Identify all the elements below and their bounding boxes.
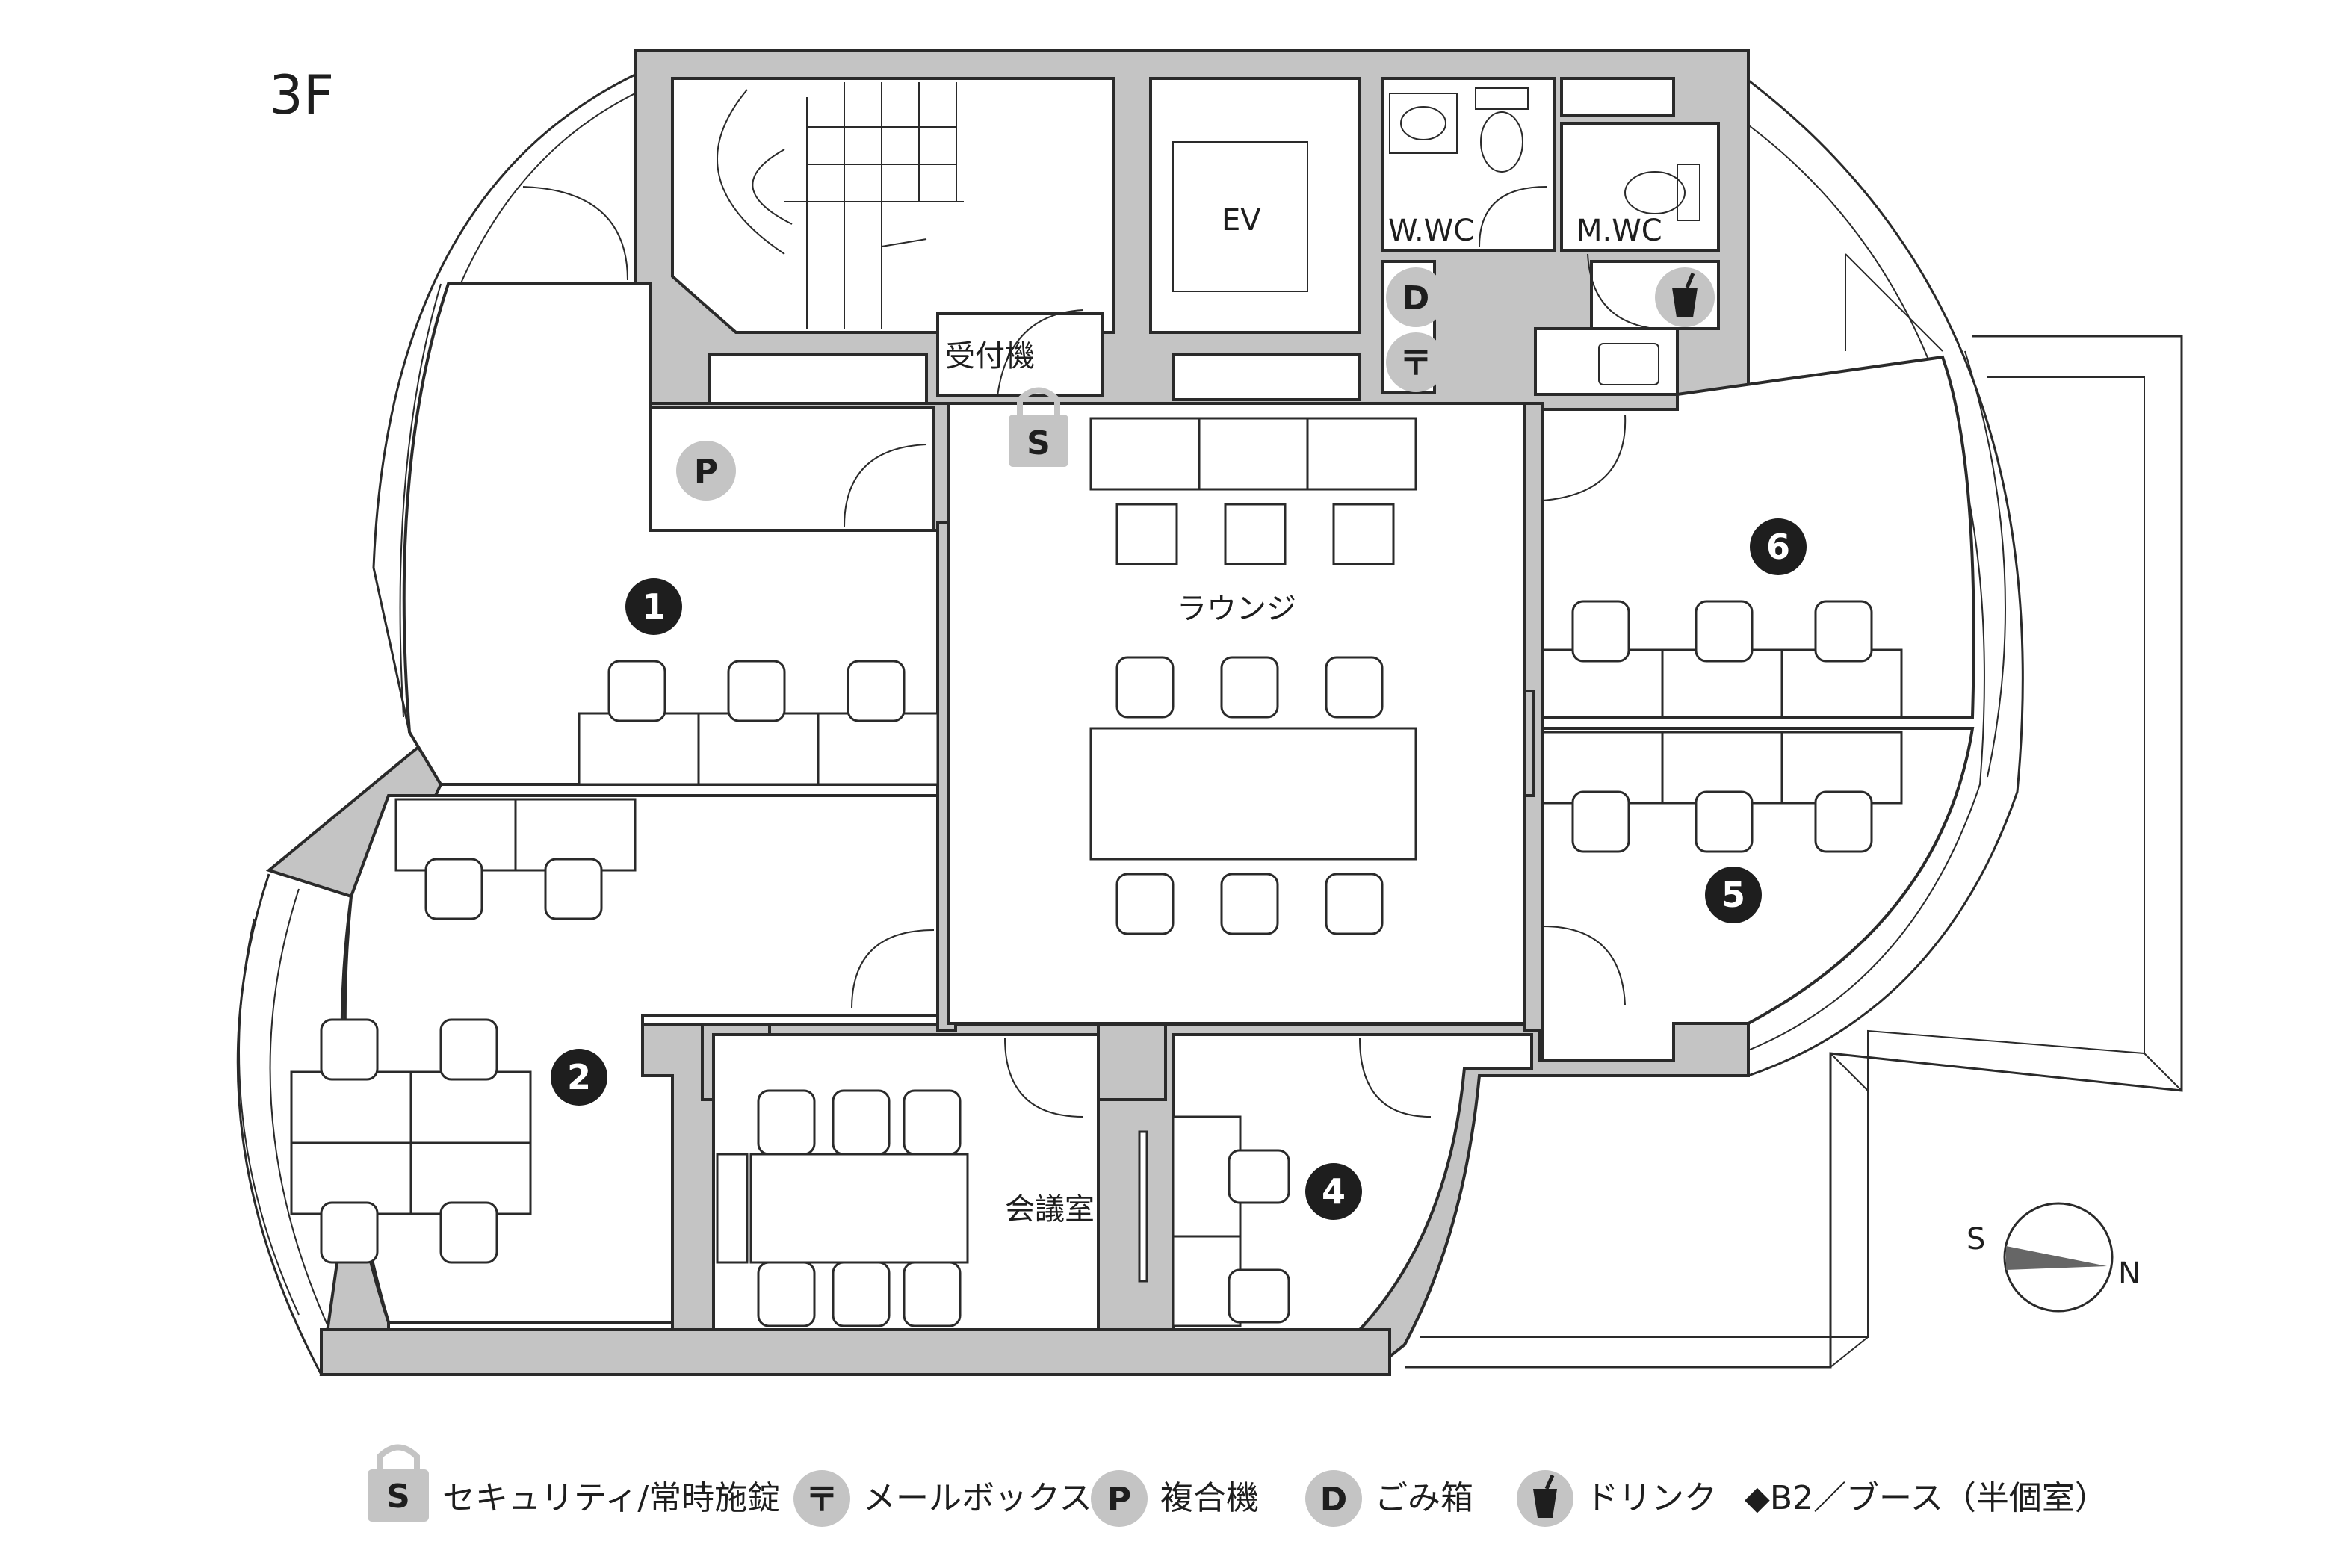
compass-north: N	[2118, 1256, 2141, 1291]
floor-label: 3F	[269, 63, 334, 126]
room5-furniture	[1541, 731, 1903, 853]
legend: S セキュリティ/常時施錠 〒 メールボックス P 複合機 D ごみ箱 ドリンク…	[368, 1444, 2108, 1527]
reception-door	[997, 309, 1084, 397]
svg-text:P: P	[1107, 1481, 1131, 1519]
men-wc-label: M.WC	[1576, 214, 1662, 248]
svg-text:S: S	[386, 1478, 410, 1516]
right-entry-door	[1845, 253, 1943, 352]
room6-furniture	[1541, 600, 1903, 719]
legend-drink: ドリンク	[1517, 1470, 1717, 1527]
compass: S N	[1966, 1202, 2141, 1313]
mailbox-marker: 〒	[1386, 332, 1446, 392]
legend-printer: P 複合機	[1091, 1470, 1259, 1527]
svg-text:D: D	[1402, 279, 1430, 317]
svg-text:セキュリティ/常時施錠: セキュリティ/常時施錠	[442, 1479, 780, 1517]
svg-text:〒: 〒	[1399, 344, 1432, 382]
svg-text:◆B2／ブース（半個室）: ◆B2／ブース（半個室）	[1745, 1479, 2108, 1517]
reception-label: 受付機	[945, 339, 1035, 374]
svg-text:P: P	[694, 453, 718, 491]
svg-text:メールボックス: メールボックス	[863, 1479, 1092, 1517]
svg-text:ドリンク: ドリンク	[1585, 1479, 1717, 1517]
security-lock-icon: S	[1009, 387, 1068, 467]
svg-text:4: 4	[1322, 1171, 1346, 1212]
printer-marker: P	[676, 441, 736, 501]
left-entry-door	[522, 186, 631, 285]
legend-trash: D ごみ箱	[1305, 1470, 1473, 1527]
wc-fixtures	[1389, 87, 1700, 385]
svg-text:5: 5	[1721, 875, 1745, 915]
drink-icon	[1655, 267, 1715, 327]
svg-text:S: S	[1027, 424, 1050, 462]
legend-security: S セキュリティ/常時施錠	[368, 1444, 780, 1522]
elevator-label: EV	[1222, 203, 1261, 238]
trash-marker: D	[1386, 267, 1446, 327]
svg-text:〒: 〒	[805, 1481, 838, 1519]
room1-furniture	[578, 660, 939, 786]
room6-door	[1542, 414, 1627, 501]
booth-marker-2: 2	[551, 1049, 607, 1106]
room5-door	[1542, 926, 1626, 1005]
room4-door	[1359, 1038, 1432, 1118]
meeting-furniture	[716, 1089, 1148, 1327]
svg-text:ごみ箱: ごみ箱	[1375, 1479, 1473, 1517]
staircase	[717, 82, 964, 329]
svg-text:D: D	[1320, 1481, 1348, 1519]
booth-marker-1: 1	[625, 578, 682, 635]
room2-furniture	[290, 798, 637, 1264]
outer-shell	[236, 73, 2183, 1375]
legend-booth: ◆B2／ブース（半個室）	[1745, 1479, 2108, 1517]
booth-marker-4: 4	[1305, 1163, 1362, 1220]
svg-text:1: 1	[642, 586, 666, 627]
room2-door	[851, 929, 935, 1009]
lounge-label: ラウンジ	[1177, 592, 1296, 626]
compass-south: S	[1966, 1222, 1985, 1256]
meeting-door	[1004, 1038, 1084, 1118]
meeting-room-label: 会議室	[1005, 1192, 1095, 1227]
corridor-door	[844, 444, 927, 527]
booth-marker-6: 6	[1750, 518, 1807, 575]
women-wc-label: W.WC	[1388, 214, 1474, 248]
svg-text:2: 2	[567, 1057, 591, 1097]
booth-marker-5: 5	[1705, 867, 1762, 923]
lounge-furniture	[1089, 417, 1417, 935]
room4-furniture	[1172, 1115, 1290, 1327]
legend-mailbox: 〒 メールボックス	[793, 1470, 1092, 1527]
svg-text:複合機: 複合機	[1160, 1479, 1259, 1517]
elevator-car	[1172, 141, 1308, 292]
svg-text:6: 6	[1766, 527, 1790, 567]
